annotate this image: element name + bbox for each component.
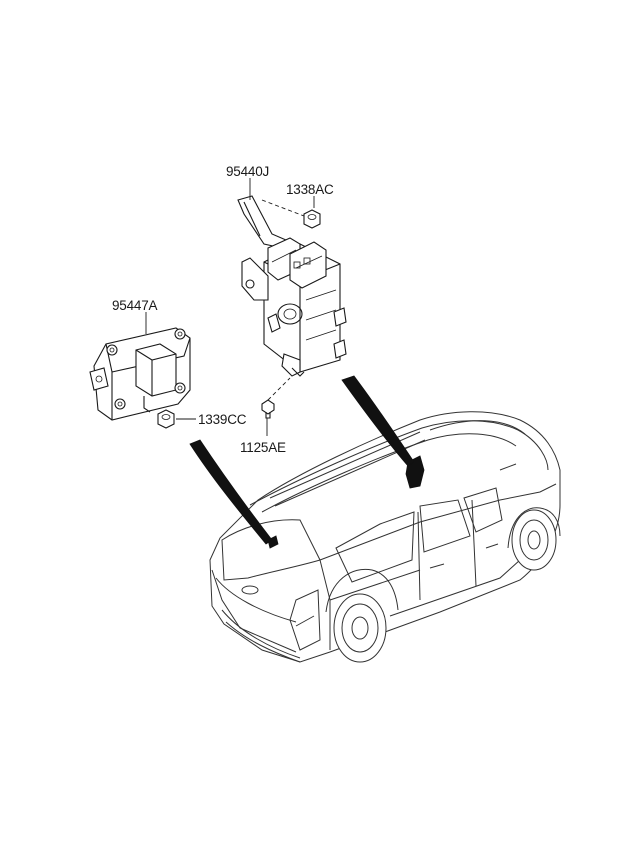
nut-1339CC [157, 409, 175, 429]
dashed-fastener-line-1125AE [267, 377, 291, 401]
module-95447A [89, 327, 191, 421]
control-module-95440J [237, 195, 347, 377]
label-1125AE: 1125AE [240, 440, 286, 455]
label-95447A: 95447A [112, 298, 158, 313]
location-arrow-right [341, 375, 415, 467]
nut-1338AC [303, 209, 321, 229]
label-1339CC: 1339CC [198, 412, 247, 427]
dashed-fastener-line-1338AC [261, 199, 305, 217]
label-95440J: 95440J [226, 164, 269, 179]
label-1338AC: 1338AC [286, 182, 334, 197]
vehicle-outline [209, 411, 561, 663]
location-arrow-left [189, 439, 273, 545]
bolt-1125AE [261, 399, 275, 419]
